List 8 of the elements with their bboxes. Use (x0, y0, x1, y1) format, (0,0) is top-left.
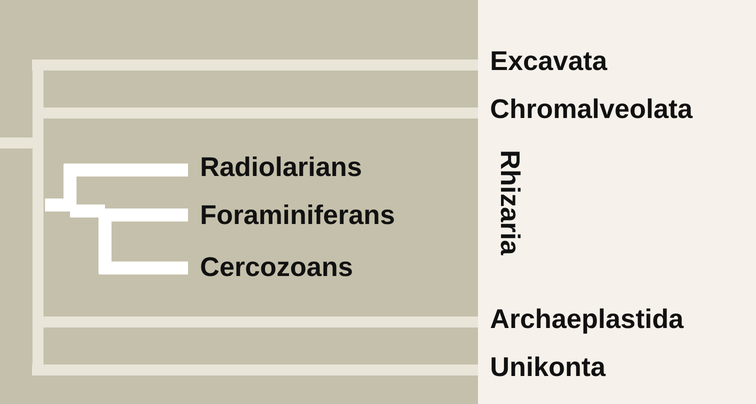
clade-label: Excavata (490, 45, 608, 77)
clade-label: Chromalveolata (490, 93, 693, 125)
clade-label: Rhizaria (490, 150, 530, 256)
clade-label: Foraminiferans (200, 199, 396, 231)
clade-label: Cercozoans (200, 251, 354, 283)
clade-label: Unikonta (490, 351, 606, 383)
clade-label: Archaeplastida (490, 303, 684, 335)
clade-label: Radiolarians (200, 151, 362, 183)
